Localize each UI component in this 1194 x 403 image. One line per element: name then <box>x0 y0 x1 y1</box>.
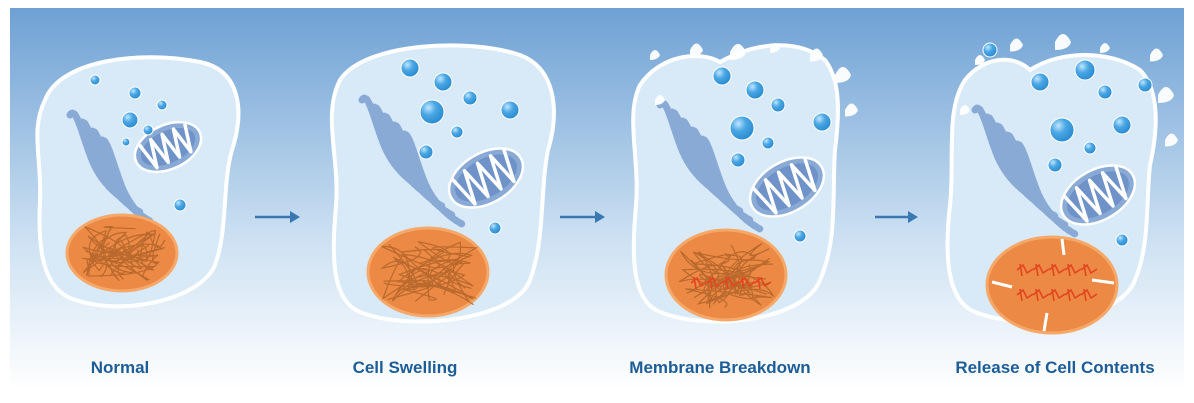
vesicle-icon <box>501 101 519 119</box>
vesicle-icon <box>746 81 764 99</box>
vesicle-icon <box>1048 158 1062 172</box>
vesicle-icon <box>1116 234 1128 246</box>
vesicle-icon <box>1084 142 1096 154</box>
vesicle-icon <box>713 67 731 85</box>
stage-label-cell-swelling: Cell Swelling <box>300 354 510 382</box>
vesicle-icon <box>762 137 774 149</box>
nucleus-icon <box>67 215 177 291</box>
vesicle-icon <box>794 230 806 242</box>
stage-label-release-of-cell-contents: Release of Cell Contents <box>920 354 1190 382</box>
vesicle-icon <box>1050 118 1074 142</box>
nucleus-icon <box>987 237 1117 333</box>
vesicle-icon <box>434 73 452 91</box>
vesicle-icon <box>122 138 130 146</box>
vesicle-icon <box>730 116 754 140</box>
vesicle-icon <box>451 126 463 138</box>
vesicle-icon <box>1113 116 1131 134</box>
vesicle-icon <box>1075 60 1095 80</box>
vesicle-icon <box>463 91 477 105</box>
vesicle-icon <box>1031 73 1049 91</box>
vesicle-icon <box>90 75 100 85</box>
vesicle-icon <box>401 59 419 77</box>
vesicle-icon <box>143 125 153 135</box>
vesicle-icon <box>129 87 141 99</box>
nucleus-icon <box>666 230 786 320</box>
vesicle-icon <box>489 222 501 234</box>
vesicle-icon <box>1098 85 1112 99</box>
cell-1 <box>332 45 554 321</box>
vesicle-icon <box>419 145 433 159</box>
stage-label-normal: Normal <box>40 354 200 382</box>
vesicle-icon <box>813 113 831 131</box>
vesicle-icon <box>1138 78 1152 92</box>
nucleus-icon <box>368 228 488 316</box>
vesicle-icon <box>771 98 785 112</box>
vesicle-icon <box>420 100 444 124</box>
cell-0 <box>37 57 238 306</box>
stage-label-membrane-breakdown: Membrane Breakdown <box>590 354 850 382</box>
vesicle-icon <box>174 199 186 211</box>
vesicle-icon <box>731 153 745 167</box>
vesicle-icon <box>122 112 138 128</box>
vesicle-icon <box>157 100 167 110</box>
vesicle-icon <box>983 43 997 57</box>
